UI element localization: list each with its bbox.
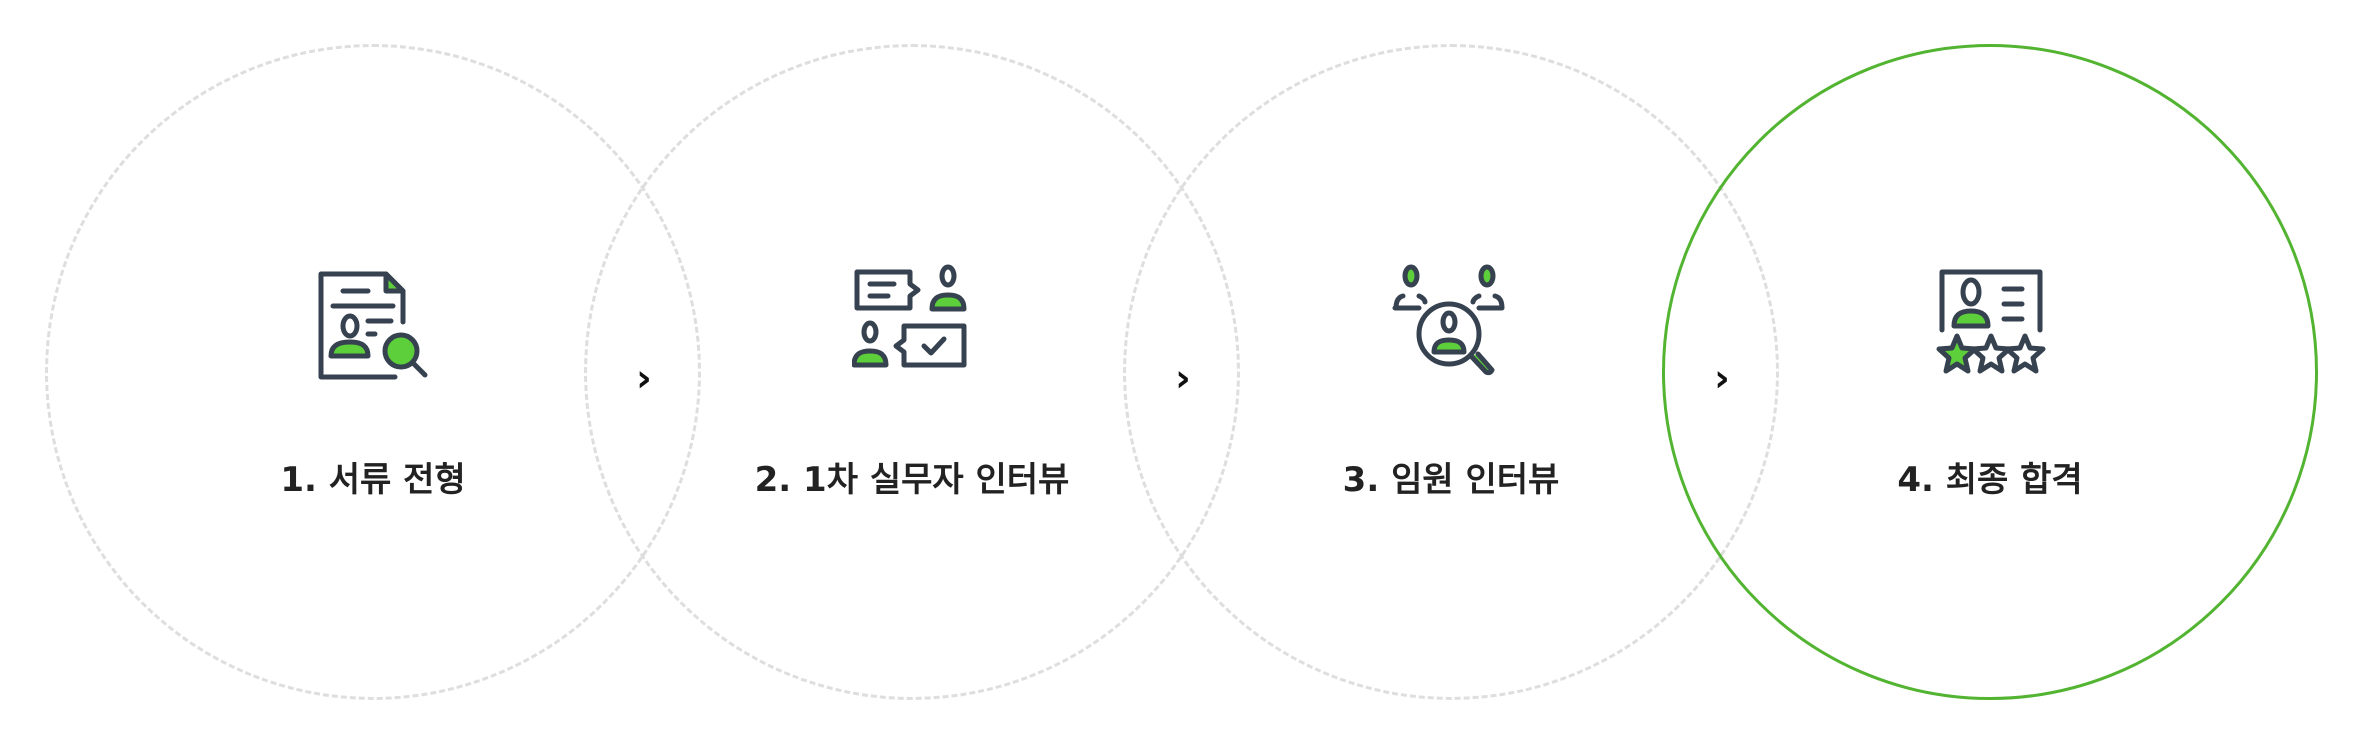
profile-rating-icon xyxy=(1936,269,2046,374)
step-4: 4. 최종 합격 xyxy=(1662,44,2318,700)
step-label: 4. 최종 합격 xyxy=(1897,460,2083,500)
chevron-right-icon: › xyxy=(636,356,652,400)
chevron-right-icon: › xyxy=(1175,356,1191,400)
step-2: 2. 1차 실무자 인터뷰 xyxy=(584,44,1240,700)
people-search-icon xyxy=(1392,264,1505,376)
chat-interview-icon xyxy=(852,264,967,368)
step-label: 2. 1차 실무자 인터뷰 xyxy=(754,460,1070,500)
chevron-right-icon: › xyxy=(1714,356,1730,400)
step-label: 1. 서류 전형 xyxy=(280,460,466,500)
step-1: 1. 서류 전형 xyxy=(45,44,701,700)
step-circle-4 xyxy=(1662,44,2318,700)
step-label: 3. 임원 인터뷰 xyxy=(1342,460,1560,500)
document-search-icon xyxy=(318,271,428,380)
step-3: 3. 임원 인터뷰 xyxy=(1123,44,1779,700)
